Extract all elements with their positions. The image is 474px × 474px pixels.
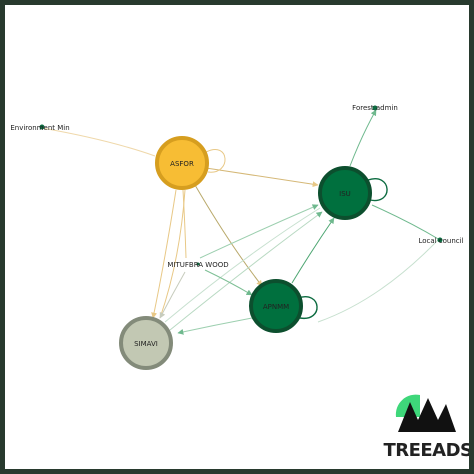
node-apnmm-label: APNMM [263, 303, 289, 311]
node-asfor-label: ASFOR [170, 160, 194, 168]
node-simavi[interactable]: SIMAVI [119, 316, 173, 370]
edge-localcouncil-apnmm [317, 239, 439, 323]
node-apnmm[interactable]: APNMM [249, 279, 303, 333]
edge-isu-forestadmin [349, 109, 377, 167]
node-mitufbra-label: MITUFBRA WOOD [167, 261, 228, 269]
node-isu[interactable]: ISU [318, 166, 372, 220]
edge-mitufbra-simavi [159, 271, 186, 319]
edge-asfor-apnmm [194, 184, 263, 287]
edge-simavi-isu-2 [164, 207, 321, 323]
treeads-logo: TREEADS [383, 394, 469, 461]
node-forest-admin-label: Forest admin [352, 104, 398, 112]
node-local-council[interactable]: Local council [418, 237, 463, 245]
loop-asfor [205, 149, 226, 173]
self-loops [205, 149, 388, 319]
edge-asfor-mitufbra [182, 189, 187, 259]
node-mitufbra[interactable]: MITUFBRA WOOD [167, 261, 228, 269]
node-local-council-label: Local council [418, 237, 463, 245]
edge-asfor-isu [205, 167, 319, 188]
node-simavi-label: SIMAVI [134, 340, 158, 348]
edge-mitufbra-isu [199, 204, 319, 259]
logo-text: TREEADS [383, 440, 469, 461]
node-env-min[interactable]: Environment Min [10, 124, 69, 132]
loop-isu [367, 178, 388, 202]
node-asfor[interactable]: ASFOR [155, 136, 209, 190]
edge-apnmm-simavi [177, 317, 253, 335]
loop-apnmm [297, 296, 318, 319]
node-isu-label: ISU [339, 190, 351, 198]
node-env-min-label: Environment Min [10, 124, 69, 132]
edge-apnmm-isu [291, 217, 335, 284]
mountain-sun-icon [395, 394, 456, 432]
edge-isu-localcouncil [371, 204, 441, 241]
edges [41, 109, 441, 335]
edge-asfor-simavi [151, 189, 177, 319]
edge-envmin-asfor [41, 127, 156, 157]
edge-simavi-isu [169, 211, 323, 331]
network-graph: ASFOR ISU APNMM SIMAVI MITUFBRA WOOD Env… [10, 104, 469, 461]
node-forest-admin[interactable]: Forest admin [352, 104, 398, 112]
edge-mitufbra-apnmm [204, 269, 253, 296]
